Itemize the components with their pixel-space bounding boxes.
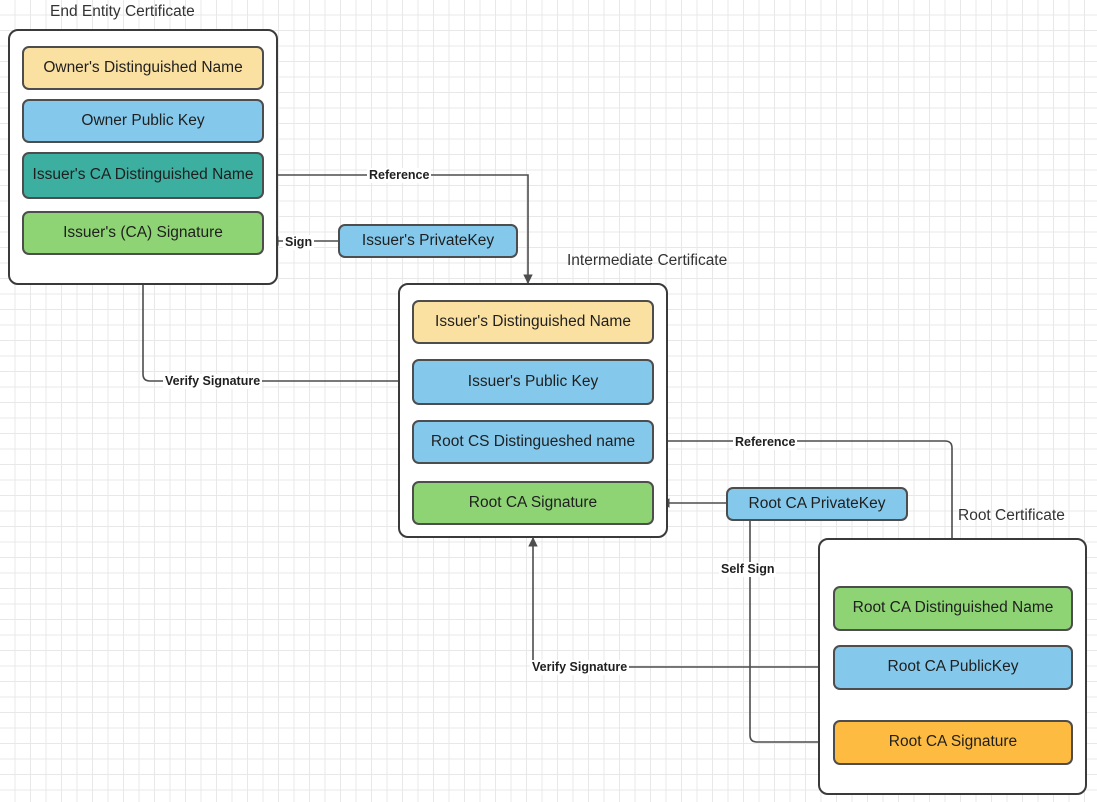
node-root-ca-privatekey[interactable]: Root CA PrivateKey [726, 487, 908, 521]
edge-label-reference-1: Reference [367, 168, 432, 183]
node-issuer-ca-distinguished-name[interactable]: Issuer's CA Distinguished Name [22, 152, 264, 199]
node-issuer-ca-signature[interactable]: Issuer's (CA) Signature [22, 211, 264, 255]
group-label-root: Root Certificate [958, 507, 1065, 524]
node-issuers-privatekey[interactable]: Issuer's PrivateKey [338, 224, 518, 258]
node-root-ca-distinguished-name[interactable]: Root CA Distinguished Name [833, 586, 1073, 631]
node-root-cs-distinguished-name[interactable]: Root CS Distingueshed name [412, 420, 654, 464]
group-label-intermediate: Intermediate Certificate [567, 252, 728, 269]
node-issuer-public-key[interactable]: Issuer's Public Key [412, 359, 654, 405]
edge-label-self-sign: Self Sign [719, 562, 777, 577]
node-owner-distinguished-name[interactable]: Owner's Distinguished Name [22, 46, 264, 90]
edge-label-verify-2: Verify Signature [530, 660, 630, 675]
node-owner-public-key[interactable]: Owner Public Key [22, 99, 264, 143]
group-label-end-entity: End Entity Certificate [50, 3, 195, 20]
node-root-ca-publickey[interactable]: Root CA PublicKey [833, 645, 1073, 690]
edge-label-reference-2: Reference [733, 435, 798, 450]
edge-label-sign-1: Sign [283, 235, 315, 250]
node-issuer-distinguished-name[interactable]: Issuer's Distinguished Name [412, 300, 654, 344]
edge-verify-2 [528, 537, 833, 668]
node-root-ca-signature-root[interactable]: Root CA Signature [833, 720, 1073, 765]
edge-label-verify-1: Verify Signature [163, 374, 263, 389]
node-root-ca-signature-intermediate[interactable]: Root CA Signature [412, 481, 654, 525]
edge-self-sign [749, 521, 828, 747]
